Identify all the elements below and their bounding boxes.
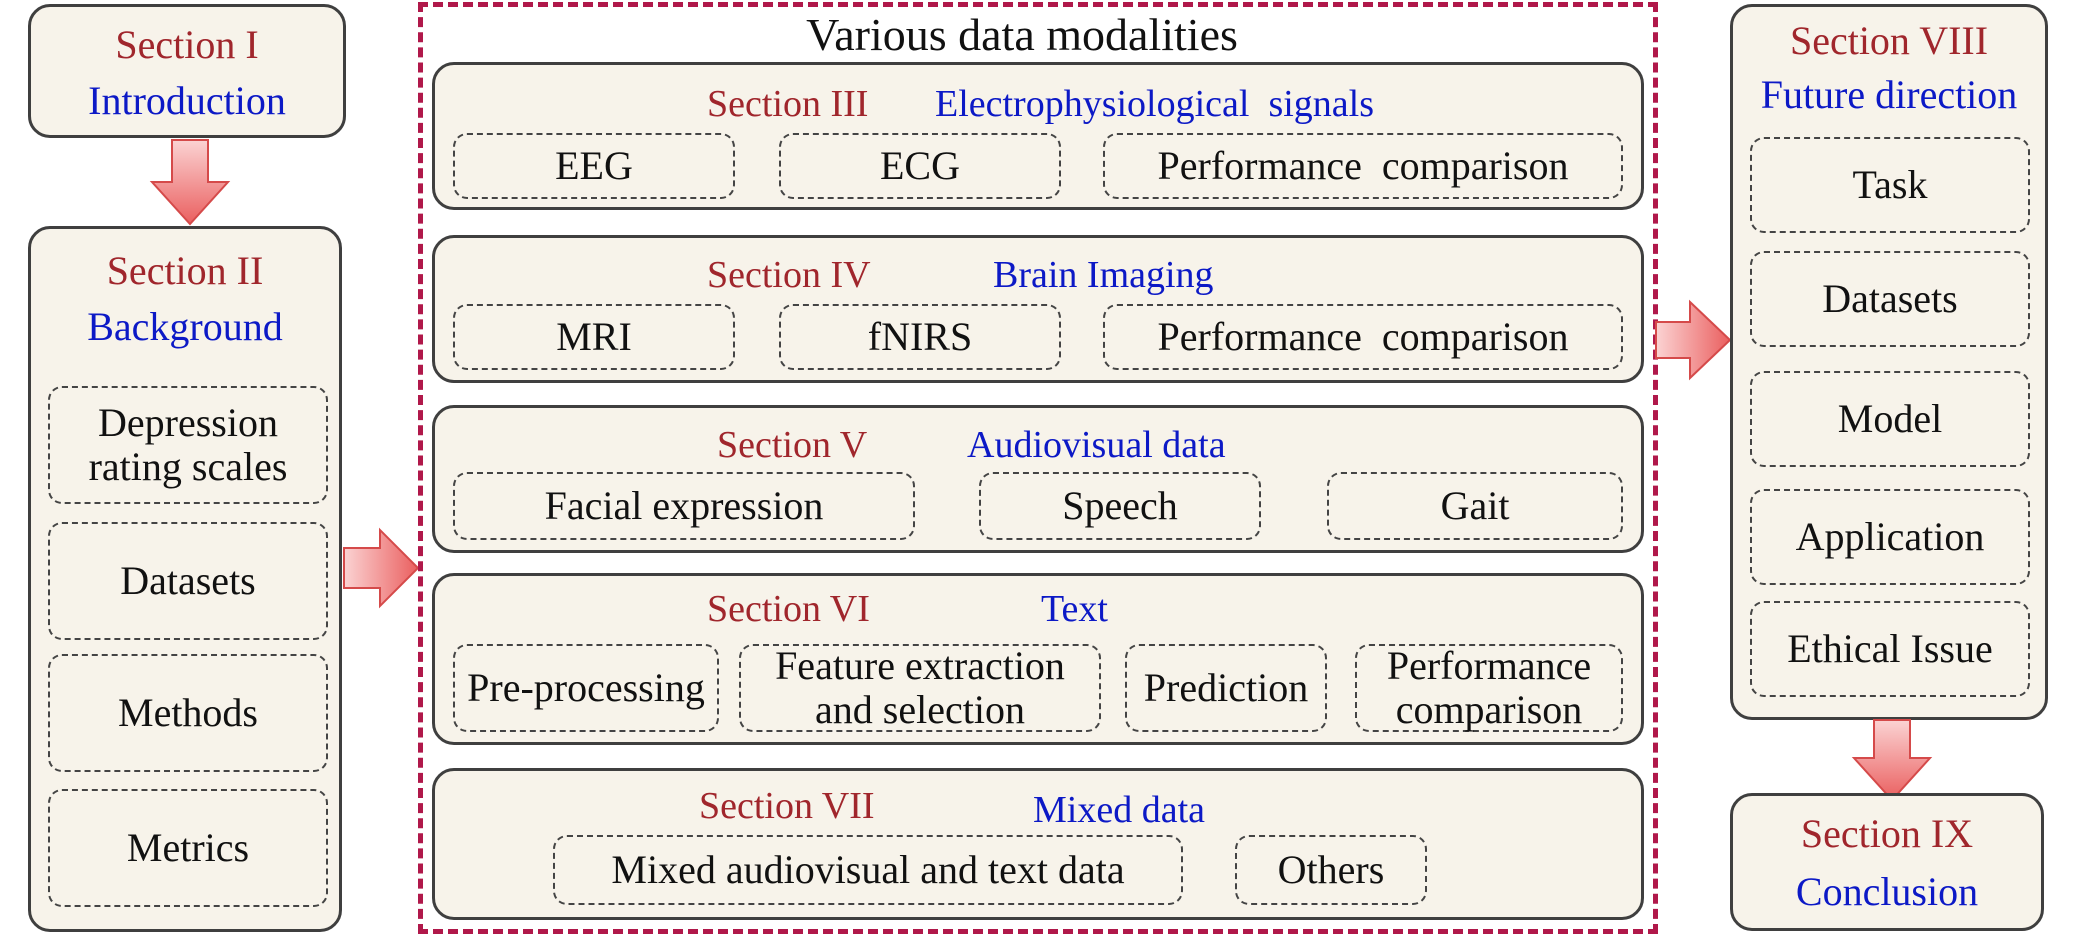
section-6-item-feature-extraction: Feature extraction and selection xyxy=(739,644,1101,732)
section-2-label: Section II xyxy=(106,248,264,293)
section-1-title: Introduction xyxy=(88,78,286,123)
section-2-item-metrics: Metrics xyxy=(48,789,328,907)
section-3-label: Section III xyxy=(707,83,869,125)
section-6-label: Section VI xyxy=(707,588,870,630)
section-3-box: Section III Electrophysiological signals… xyxy=(432,62,1644,210)
section-5-box: Section V Audiovisual data Facial expres… xyxy=(432,405,1644,553)
section-1-label: Section I xyxy=(115,22,259,67)
section-5-item-facial-expression: Facial expression xyxy=(453,472,915,540)
section-2-item-methods: Methods xyxy=(48,654,328,772)
section-4-item-fnirs: fNIRS xyxy=(779,304,1061,370)
section-3-item-performance-comparison: Performance comparison xyxy=(1103,133,1623,199)
arrow-down-icon xyxy=(1851,719,1933,802)
arrow-down-icon xyxy=(149,139,231,226)
arrow-right-icon xyxy=(1655,299,1732,381)
section-6-item-performance-comparison: Performance comparison xyxy=(1355,644,1623,732)
section-8-item-application: Application xyxy=(1750,489,2030,585)
section-1-box: Section I Introduction xyxy=(28,4,346,138)
section-4-item-performance-comparison: Performance comparison xyxy=(1103,304,1623,370)
section-4-item-mri: MRI xyxy=(453,304,735,370)
section-8-title: Future direction xyxy=(1760,72,2018,117)
modalities-frame xyxy=(418,2,1658,934)
section-5-item-gait: Gait xyxy=(1327,472,1623,540)
section-9-box: Section IX Conclusion xyxy=(1730,793,2044,931)
section-2-item-datasets: Datasets xyxy=(48,522,328,640)
section-5-item-speech: Speech xyxy=(979,472,1261,540)
section-8-box: Section VIII Future direction Task Datas… xyxy=(1730,4,2048,720)
section-8-item-datasets: Datasets xyxy=(1750,251,2030,347)
section-8-label: Section VIII xyxy=(1789,18,1989,63)
section-7-title: Mixed data xyxy=(1033,789,1206,831)
modalities-title: Various data modalities xyxy=(806,9,1238,60)
section-5-label: Section V xyxy=(717,424,868,466)
section-3-item-ecg: ECG xyxy=(779,133,1061,199)
section-4-label: Section IV xyxy=(707,254,871,296)
section-7-item-mixed-audiovisual-text: Mixed audiovisual and text data xyxy=(553,835,1183,905)
section-2-item-depression-rating-scales: Depression rating scales xyxy=(48,386,328,504)
section-5-title: Audiovisual data xyxy=(967,424,1226,466)
section-2-title: Background xyxy=(87,304,283,349)
section-7-item-others: Others xyxy=(1235,835,1427,905)
arrow-right-icon xyxy=(343,527,420,609)
section-3-title: Electrophysiological signals xyxy=(935,83,1375,125)
section-9-label: Section IX xyxy=(1800,811,1974,856)
section-8-item-model: Model xyxy=(1750,371,2030,467)
section-4-title: Brain Imaging xyxy=(993,254,1214,296)
section-6-item-prediction: Prediction xyxy=(1125,644,1327,732)
section-4-box: Section IV Brain Imaging MRI fNIRS Perfo… xyxy=(432,235,1644,383)
section-6-box: Section VI Text Pre-processing Feature e… xyxy=(432,573,1644,745)
section-7-box: Section VII Mixed data Mixed audiovisual… xyxy=(432,768,1644,920)
section-9-title: Conclusion xyxy=(1795,869,1979,914)
section-3-item-eeg: EEG xyxy=(453,133,735,199)
section-8-item-task: Task xyxy=(1750,137,2030,233)
section-2-box: Section II Background Depression rating … xyxy=(28,226,342,932)
section-8-item-ethical-issue: Ethical Issue xyxy=(1750,601,2030,697)
section-6-item-pre-processing: Pre-processing xyxy=(453,644,719,732)
section-6-title: Text xyxy=(1041,588,1108,630)
section-7-label: Section VII xyxy=(699,785,875,827)
